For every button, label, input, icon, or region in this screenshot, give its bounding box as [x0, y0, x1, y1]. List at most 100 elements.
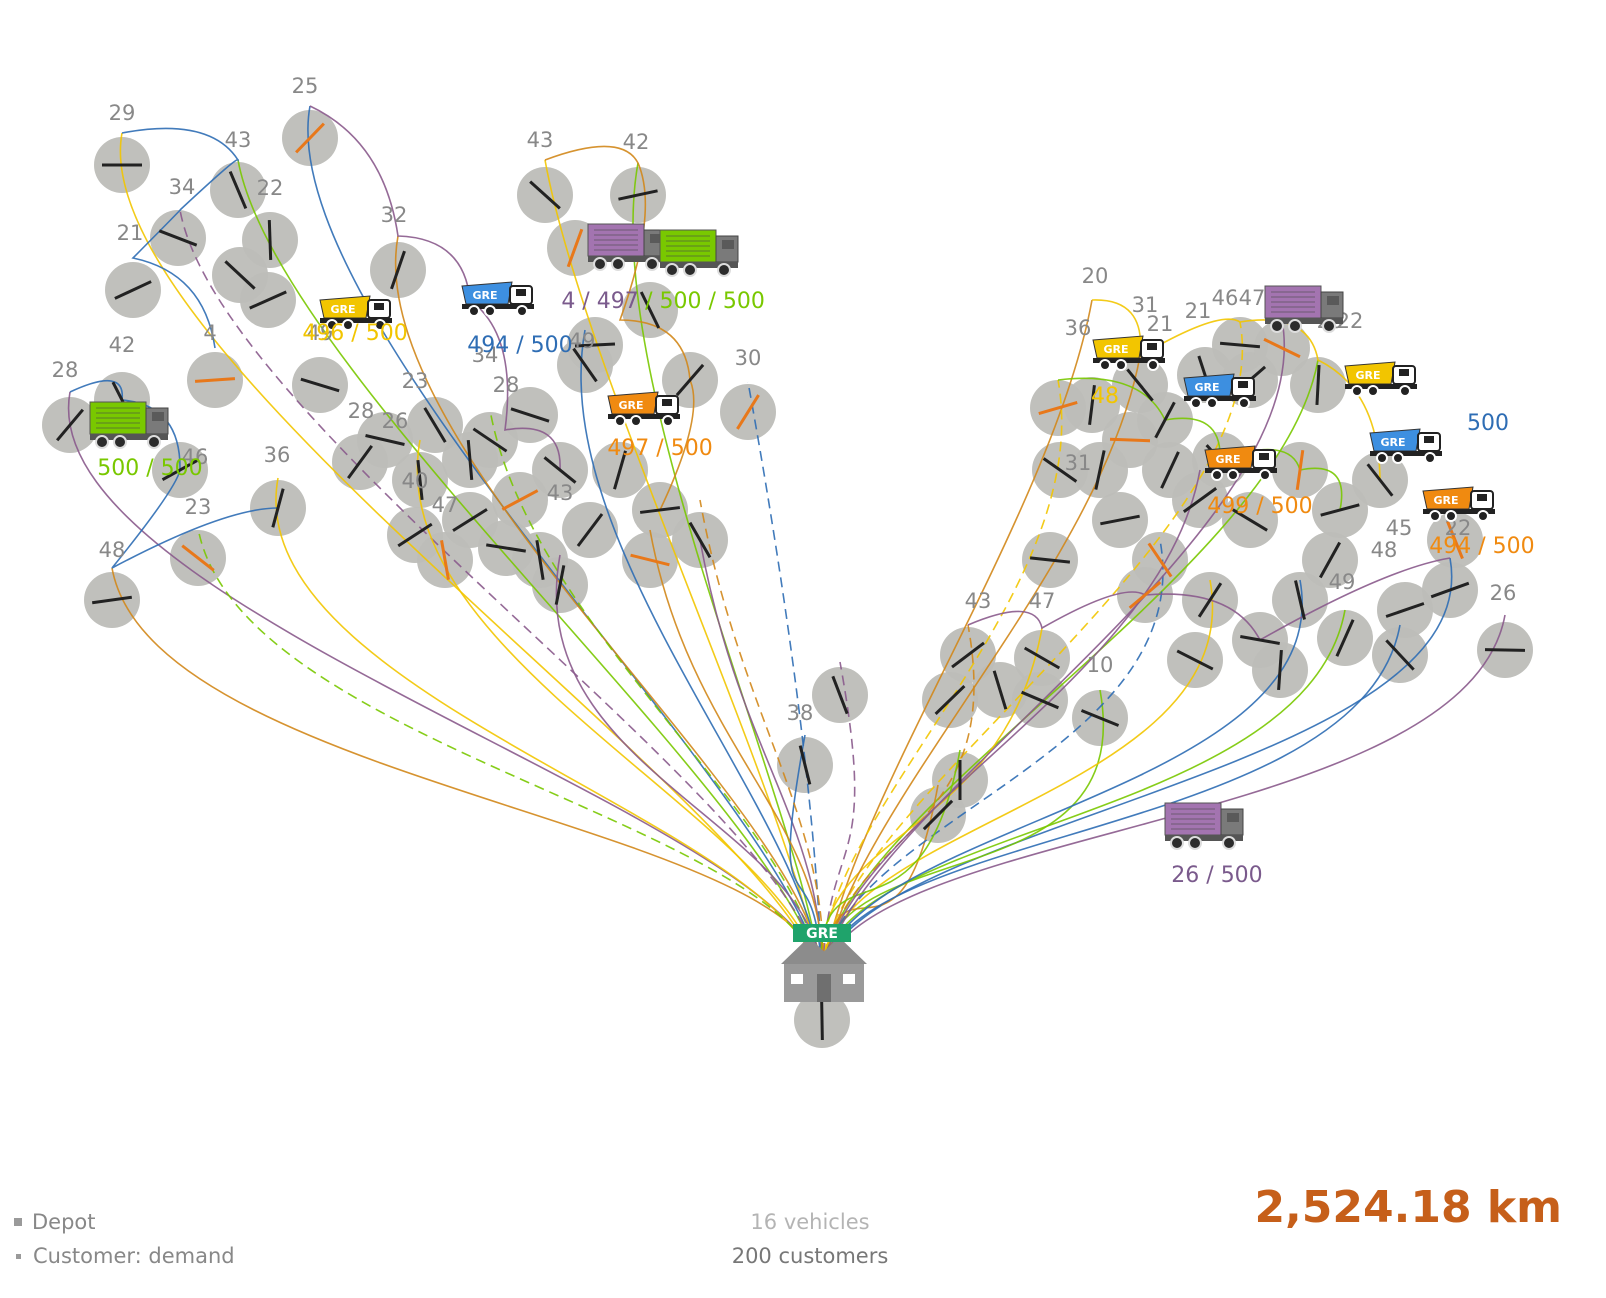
vehicle[interactable]: GRE 494 / 500: [1422, 486, 1535, 559]
route-line: [649, 529, 824, 986]
vehicle[interactable]: 4 / 497: [561, 223, 667, 314]
demand-tick: [613, 450, 627, 490]
customer-demand-label: 21: [1185, 299, 1212, 323]
demand-tick: [1038, 401, 1078, 415]
demand-tick: [161, 458, 199, 482]
truck-icon: [89, 401, 169, 449]
truck-logo: GRE: [330, 303, 355, 316]
route-line: [821, 355, 1141, 986]
vehicle[interactable]: / 500 / 500: [645, 229, 765, 314]
truck-logo: GRE: [1103, 343, 1128, 356]
demand-tick: [228, 171, 248, 209]
demand-tick: [1128, 580, 1162, 610]
demand-tick: [1263, 337, 1301, 359]
demand-tick: [1219, 341, 1261, 349]
vehicle-load: 500: [1467, 411, 1509, 436]
demand-tick: [688, 521, 712, 559]
depot-square-icon: [14, 1218, 22, 1226]
customer-demand-label: 28: [493, 373, 520, 397]
demand-tick: [55, 408, 85, 442]
demand-tick: [639, 506, 681, 514]
customer-demand-label: 23: [185, 495, 212, 519]
demand-tick: [1484, 648, 1526, 652]
demand-tick: [1021, 690, 1059, 710]
truck-icon: GRE: [1183, 373, 1256, 409]
vehicle-load: 499 / 500: [1207, 494, 1312, 519]
route-line: [580, 329, 823, 986]
route-line: [747, 381, 823, 986]
demand-tick: [574, 342, 616, 348]
route-line: [821, 579, 1303, 986]
demand-tick: [249, 290, 287, 310]
truck-icon: [1264, 285, 1344, 333]
demand-tick: [1160, 451, 1180, 489]
vehicle-load: 494 / 500: [1429, 534, 1534, 559]
demand-tick: [486, 543, 526, 553]
demand-tick: [951, 641, 985, 669]
truck-icon: [659, 229, 739, 277]
customer-demand-label: 36: [1065, 316, 1092, 340]
demand-tick: [1154, 401, 1176, 439]
vehicle-load: 496 / 500: [302, 321, 407, 346]
vehicle[interactable]: [1264, 285, 1344, 333]
customer-demand-label: 23: [402, 369, 429, 393]
truck-logo: GRE: [1433, 494, 1458, 507]
truck-icon: [1164, 802, 1244, 850]
customer-demand-label: 31: [1065, 451, 1092, 475]
depot[interactable]: GRE: [781, 924, 867, 1002]
customer-demand-label: 25: [292, 74, 319, 98]
demand-tick: [1232, 508, 1268, 532]
demand-tick: [501, 489, 539, 511]
demand-tick: [1277, 649, 1283, 691]
customer-demand-label: 26: [1490, 581, 1517, 605]
customer-count: 200 customers: [731, 1244, 889, 1268]
demand-tick: [158, 229, 198, 247]
customer-circles-layer: [42, 110, 1533, 1048]
customer-demand-label: 21: [1147, 312, 1174, 336]
route-line: [967, 557, 1451, 642]
customer-demand-label: 49: [569, 329, 596, 353]
customer-demand-label: 46: [182, 445, 209, 469]
vehicle[interactable]: GRE 496 / 500: [302, 295, 408, 346]
truck-icon: GRE: [1369, 428, 1442, 464]
customer-demand-label: 47: [1239, 286, 1266, 310]
demand-tick: [1335, 619, 1355, 657]
demand-tick: [365, 434, 405, 446]
house-icon: [781, 937, 867, 1002]
demand-tick: [397, 522, 433, 548]
customer-demand-label: 43: [225, 128, 252, 152]
demand-tick: [1080, 709, 1120, 727]
customer-demand-label: 36: [264, 443, 291, 467]
demand-tick: [630, 553, 670, 567]
demand-tick: [1126, 368, 1154, 402]
customer-dot-icon: [16, 1253, 21, 1259]
vehicle[interactable]: 26 / 500: [1164, 802, 1263, 888]
demand-tick: [572, 347, 598, 383]
vehicle[interactable]: GRE: [1344, 361, 1417, 397]
route-line: [821, 614, 1506, 986]
demand-tick: [1294, 580, 1306, 620]
vehicle[interactable]: GRE: [1183, 373, 1256, 409]
route-line: [119, 132, 823, 986]
demand-tick: [992, 670, 1008, 710]
demand-tick: [1182, 487, 1218, 513]
demand-tick: [639, 291, 661, 329]
demand-tick: [1318, 541, 1342, 579]
demand-tick: [91, 595, 133, 605]
truck-icon: GRE: [461, 281, 534, 317]
demand-tick: [510, 407, 550, 423]
truck-icon: GRE: [319, 295, 392, 331]
vehicle[interactable]: GRE 500: [1369, 411, 1509, 464]
customer-demand-label: 42: [623, 130, 650, 154]
customer-demand-label: 45: [1386, 516, 1413, 540]
demand-tick: [1109, 437, 1151, 443]
vehicle[interactable]: 500 / 500: [89, 401, 203, 481]
demand-tick: [1023, 646, 1061, 670]
demand-tick: [472, 427, 508, 453]
demand-tick: [1385, 639, 1415, 671]
